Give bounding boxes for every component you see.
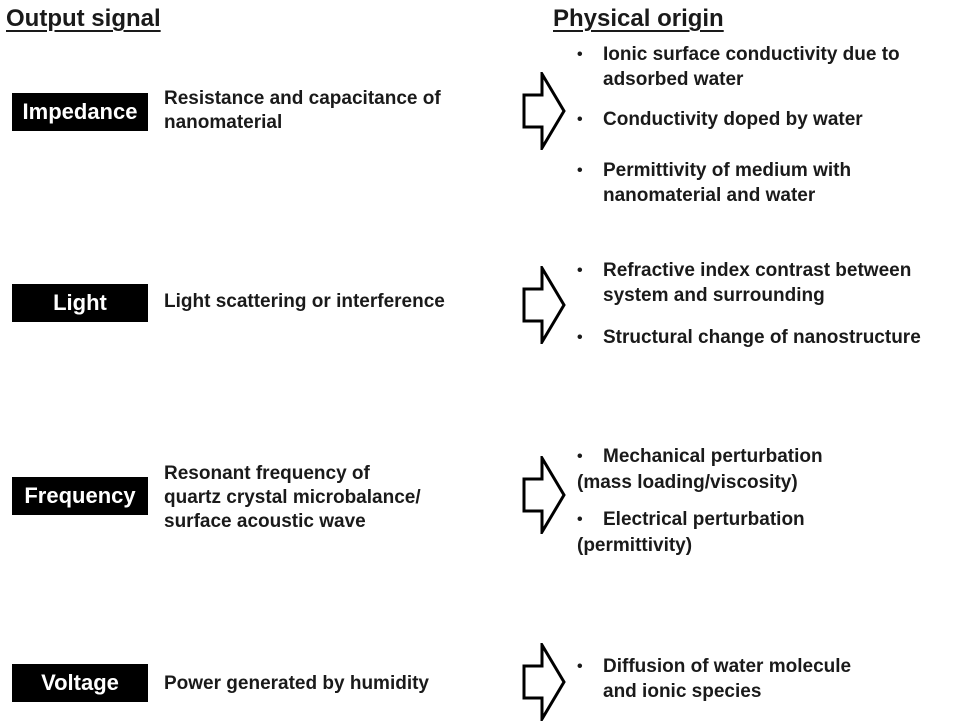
right-arrow-icon — [522, 643, 566, 721]
origin-line: Permittivity of medium with — [603, 160, 852, 181]
light-description: Light scattering or interference — [164, 290, 445, 314]
origin-line: Conductivity doped by water — [603, 109, 863, 130]
origin-line: Refractive index contrast between — [603, 260, 912, 281]
frequency-description: Resonant frequency of quartz crystal mic… — [164, 462, 421, 534]
bullet-icon: • — [577, 448, 583, 465]
description-line: nanomaterial — [164, 112, 283, 133]
right-arrow-icon — [522, 72, 566, 150]
description-line: Resonant frequency of — [164, 463, 370, 484]
origin-line: Diffusion of water molecule — [603, 656, 852, 677]
output-signal-heading: Output signal — [6, 5, 161, 32]
origin-line: nanomaterial and water — [603, 185, 816, 206]
voltage-description: Power generated by humidity — [164, 672, 429, 696]
origin-line: adsorbed water — [603, 69, 744, 90]
right-arrow-icon — [522, 456, 566, 534]
bullet-icon: • — [577, 262, 583, 279]
right-arrow-icon — [522, 266, 566, 344]
origin-line: Electrical perturbation — [603, 509, 805, 530]
physical-origin-heading: Physical origin — [553, 5, 724, 32]
description-line: Light scattering or interference — [164, 291, 445, 312]
light-label: Light — [12, 284, 148, 322]
origin-line: Ionic surface conductivity due to — [603, 44, 900, 65]
impedance-label: Impedance — [12, 93, 148, 131]
bullet-icon: • — [577, 511, 583, 528]
bullet-icon: • — [577, 162, 583, 179]
frequency-label: Frequency — [12, 477, 148, 515]
voltage-label: Voltage — [12, 664, 148, 702]
origin-line: Structural change of nanostructure — [603, 327, 921, 348]
origin-line: Mechanical perturbation — [603, 446, 823, 467]
bullet-icon: • — [577, 658, 583, 675]
bullet-icon: • — [577, 329, 583, 346]
bullet-icon: • — [577, 46, 583, 63]
impedance-description: Resistance and capacitance of nanomateri… — [164, 87, 441, 135]
bullet-icon: • — [577, 111, 583, 128]
origin-line: and ionic species — [603, 681, 762, 702]
description-line: Power generated by humidity — [164, 673, 429, 694]
origin-line: (mass loading/viscosity) — [577, 472, 798, 493]
description-line: quartz crystal microbalance/ — [164, 487, 421, 508]
description-line: Resistance and capacitance of — [164, 88, 441, 109]
origin-line: (permittivity) — [577, 535, 693, 556]
origin-line: system and surrounding — [603, 285, 825, 306]
description-line: surface acoustic wave — [164, 511, 366, 532]
